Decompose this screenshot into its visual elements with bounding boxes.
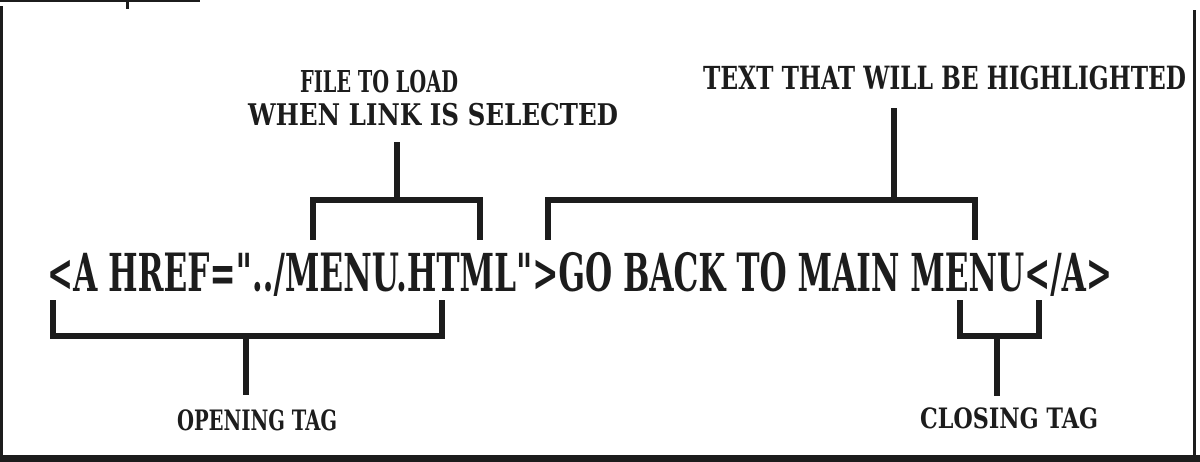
closing-tag-bracket xyxy=(957,300,1042,396)
file-to-load-label-line2: WHEN LINK IS SELECTED xyxy=(247,98,618,133)
opening-bracket-stem xyxy=(243,339,249,395)
link-text-bracket-left-leg xyxy=(545,197,551,240)
closing-bracket-stem xyxy=(994,339,1000,396)
opening-bracket-left-leg xyxy=(50,300,56,339)
closing-bracket-right-leg xyxy=(1036,300,1042,339)
link-text-bracket-right-leg xyxy=(972,197,978,240)
href-bracket-bar xyxy=(310,197,483,203)
anchor-tag-code: <A HREF="../MENU.HTML">GO BACK TO MAIN M… xyxy=(47,243,1112,304)
closing-bracket-bar xyxy=(957,333,1042,339)
link-text-bracket-bar xyxy=(545,197,978,203)
highlighted-text-label: TEXT THAT WILL BE HIGHLIGHTED xyxy=(703,59,1186,97)
frame-bottom-border xyxy=(0,455,1200,462)
link-text-bracket xyxy=(545,108,978,240)
frame-top-segment xyxy=(0,0,200,2)
opening-bracket-right-leg xyxy=(439,300,445,339)
frame-right-border xyxy=(1193,10,1196,462)
href-bracket-stem xyxy=(394,142,400,203)
frame-top-tick xyxy=(126,0,129,9)
link-text-bracket-stem xyxy=(891,108,897,203)
href-bracket-left-leg xyxy=(310,197,316,240)
href-value-bracket xyxy=(310,142,483,240)
closing-tag-label: CLOSING TAG xyxy=(920,402,1098,435)
file-to-load-label-line1: FILE TO LOAD xyxy=(300,65,458,100)
opening-tag-bracket xyxy=(50,300,445,395)
opening-tag-label: OPENING TAG xyxy=(177,404,337,437)
href-bracket-right-leg xyxy=(477,197,483,240)
closing-bracket-left-leg xyxy=(957,300,963,339)
opening-bracket-bar xyxy=(50,333,445,339)
frame-left-border xyxy=(0,6,3,462)
